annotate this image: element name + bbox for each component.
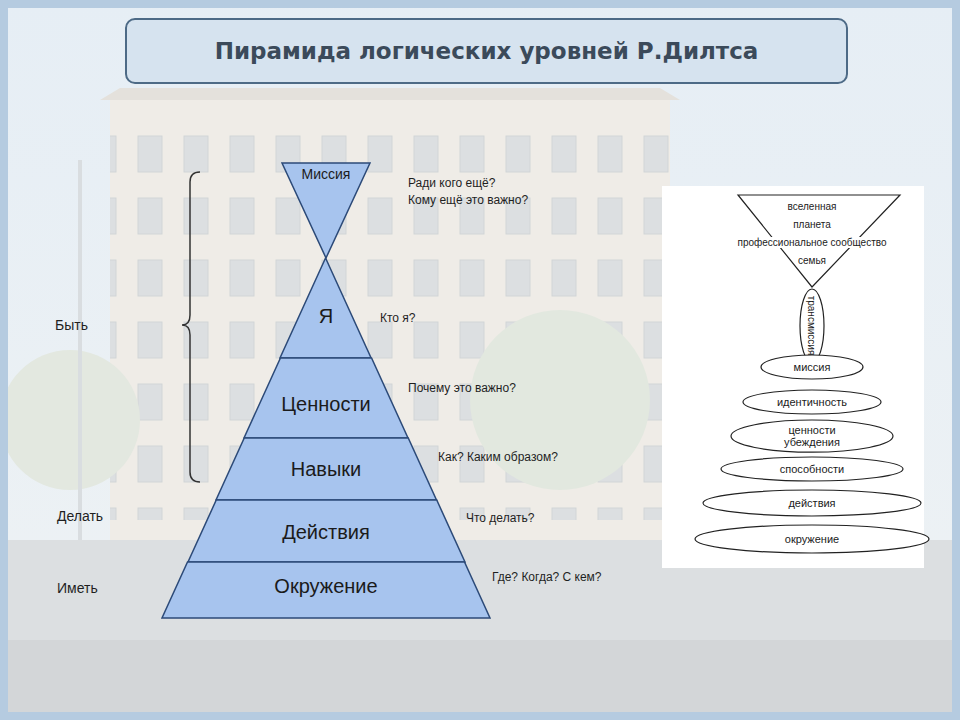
pyramid-band: Навыки [216, 438, 436, 500]
level-group-label: Быть [55, 317, 88, 333]
node-text: семья [797, 255, 827, 266]
node-text: действия [788, 497, 835, 509]
question-label: Кому ещё это важно? [408, 194, 528, 208]
band-shape [162, 562, 490, 618]
level-ellipse: миссия [760, 354, 864, 380]
node-text: ценности убеждения [781, 424, 843, 448]
node-text: миссия [794, 361, 831, 373]
ellipse-outline [695, 525, 929, 553]
vertical-ellipse [800, 289, 824, 363]
node-text: профессиональное сообщество [736, 237, 887, 248]
level-ellipse: окружение [694, 524, 930, 554]
node-text: идентичность [777, 396, 847, 408]
pyramid-band: Окружение [162, 562, 490, 618]
question-label: Где? Когда? С кем? [492, 571, 602, 585]
lamp-post [78, 160, 82, 560]
transmission-ellipse: трансмиссия [799, 288, 825, 364]
inverted-triangle [738, 195, 900, 287]
bracket [182, 172, 200, 482]
question-label: Почему это важно? [408, 382, 516, 396]
slide-frame [4, 4, 956, 716]
title-box: Пирамида логических уровней Р.Дилтса [125, 18, 848, 84]
band-shape [188, 500, 465, 562]
tree [0, 350, 140, 490]
ellipse-outline [743, 390, 881, 414]
building [110, 100, 670, 540]
level-ellipse: способности [720, 456, 904, 482]
ellipse-outline [731, 420, 893, 452]
node-text: трансмиссия [807, 296, 818, 356]
title-text: Пирамида логических уровней Р.Дилтса [215, 38, 759, 64]
node-text: Миссия [302, 167, 351, 182]
node-text: окружение [785, 533, 839, 545]
node-text: Я [319, 305, 333, 327]
question-label: Кто я? [380, 312, 416, 326]
node-text: вселенная [787, 201, 838, 212]
pyramid-band: Действия [188, 500, 465, 562]
node-text: Навыки [291, 458, 362, 480]
level-ellipse: ценности убеждения [730, 419, 894, 453]
level-ellipse: действия [702, 489, 922, 517]
question-label: Что делать? [466, 512, 534, 526]
roof [100, 88, 680, 100]
ellipse-outline [721, 457, 903, 481]
ellipse-outline [703, 490, 921, 516]
band-shape [280, 258, 371, 358]
pyramid-band: Я [280, 258, 371, 358]
context-triangle: вселенная планета профессиональное сообщес… [702, 194, 922, 288]
band-shape [216, 438, 436, 500]
level-ellipse: идентичность [742, 389, 882, 415]
inverted-triangle [282, 163, 370, 258]
band-shape [244, 358, 408, 438]
road [0, 640, 960, 720]
node-text: Окружение [274, 575, 377, 597]
windows [110, 120, 670, 520]
node-text: способности [780, 463, 845, 475]
ellipse-outline [761, 355, 863, 379]
question-label: Как? Каким образом? [438, 451, 558, 465]
level-group-label: Делать [57, 508, 103, 524]
question-label: Ради кого ещё? [408, 177, 495, 191]
right-panel [662, 186, 924, 568]
node-text: Действия [282, 521, 370, 543]
node-text: планета [792, 219, 832, 230]
mission-triangle: Миссия [282, 163, 370, 258]
pyramid-band: Ценности [244, 358, 408, 438]
level-group-label: Иметь [57, 580, 98, 596]
node-text: Ценности [281, 393, 370, 415]
